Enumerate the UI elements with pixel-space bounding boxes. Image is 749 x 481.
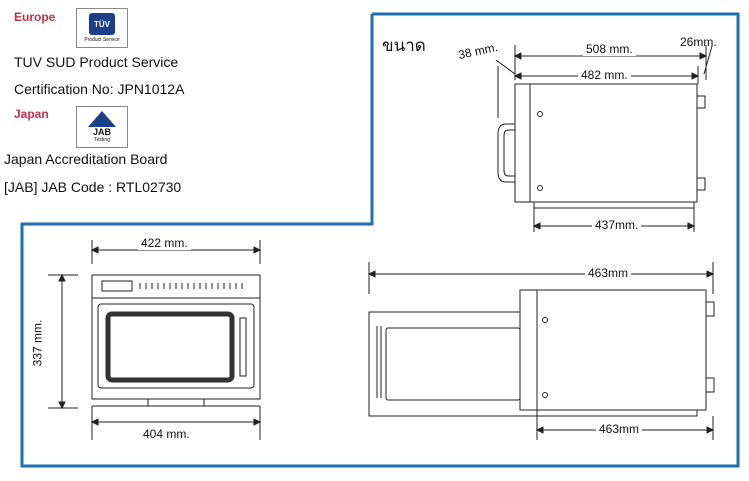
dim-open-body-depth: 463mm xyxy=(596,422,643,436)
tuv-logo: TÜV Product Service xyxy=(76,8,128,48)
jab-logo-caption: Testing xyxy=(94,137,110,143)
tuv-logo-caption: Product Service xyxy=(84,37,120,43)
dim-body-depth: 482 mm. xyxy=(578,68,631,82)
region-label-japan: Japan xyxy=(14,107,49,121)
tuv-cert-name: TUV SUD Product Service xyxy=(14,54,179,70)
dim-open-depth: 463mm xyxy=(585,266,632,280)
dim-front-width: 422 mm. xyxy=(138,236,191,250)
jab-logo-text: JAB xyxy=(92,127,111,137)
jab-logo: JAB Testing xyxy=(76,106,128,148)
dim-total-depth: 508 mm. xyxy=(583,42,636,56)
tuv-logo-mark: TÜV xyxy=(89,13,115,35)
jab-cert-code: [JAB] JAB Code : RTL02730 xyxy=(4,179,182,195)
dim-front-base-width: 404 mm. xyxy=(143,427,190,441)
dim-rear-offset: 26mm. xyxy=(680,35,717,49)
dimensions-heading: ขนาด xyxy=(382,36,426,56)
jab-cert-name: Japan Accreditation Board xyxy=(4,151,168,167)
tuv-cert-number: Certification No: JPN1012A xyxy=(14,81,185,97)
region-label-europe: Europe xyxy=(14,10,56,24)
dim-foot-span: 437mm. xyxy=(592,218,642,232)
